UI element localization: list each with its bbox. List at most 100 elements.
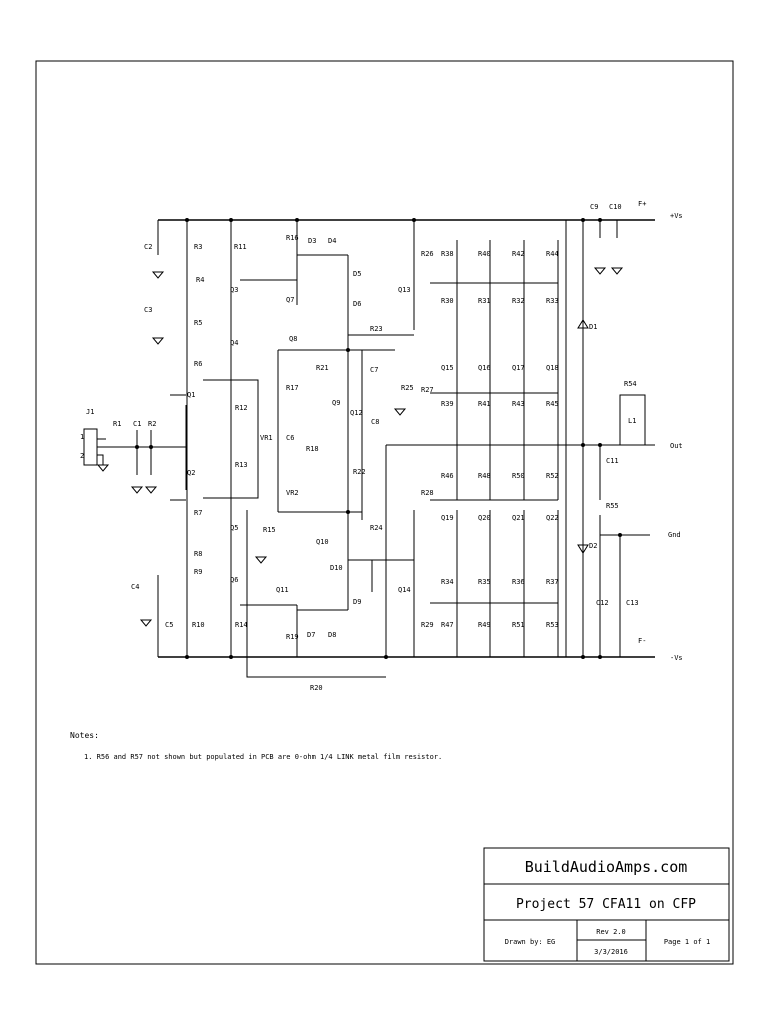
notes-heading: Notes:	[70, 731, 99, 740]
label-r26: R26	[421, 250, 434, 258]
label-l1: L1	[628, 417, 636, 425]
title-project: Project 57 CFA11 on CFP	[516, 897, 696, 912]
title-date: 3/3/2016	[594, 948, 628, 956]
label-q1: Q1	[187, 391, 195, 399]
label-r50: R50	[512, 472, 525, 480]
label-q16: Q16	[478, 364, 491, 372]
label-q3: Q3	[230, 286, 238, 294]
label-r33: R33	[546, 297, 559, 305]
label-r12: R12	[235, 404, 248, 412]
label-r37: R37	[546, 578, 559, 586]
label-d9: D9	[353, 598, 361, 606]
label-r5: R5	[194, 319, 202, 327]
notes-line-1: 1. R56 and R57 not shown but populated i…	[84, 753, 442, 761]
label-c3: C3	[144, 306, 152, 314]
label-r42: R42	[512, 250, 525, 258]
label-r55: R55	[606, 502, 619, 510]
label-out: Out	[670, 442, 683, 450]
label-vr2: VR2	[286, 489, 299, 497]
label-c2: C2	[144, 243, 152, 251]
label-c8: C8	[371, 418, 379, 426]
label-q18: Q18	[546, 364, 559, 372]
label-c9: C9	[590, 203, 598, 211]
label-q19: Q19	[441, 514, 454, 522]
label-r46: R46	[441, 472, 454, 480]
label-q13: Q13	[398, 286, 411, 294]
label-r16: R16	[286, 234, 299, 242]
label-q6: Q6	[230, 576, 238, 584]
label-r17: R17	[286, 384, 299, 392]
label-r24: R24	[370, 524, 383, 532]
pin-1: 1	[80, 433, 84, 441]
label-c6: C6	[286, 434, 294, 442]
label-r40: R40	[478, 250, 491, 258]
label-r19: R19	[286, 633, 299, 641]
label-q21: Q21	[512, 514, 525, 522]
label-r1: R1	[113, 420, 121, 428]
title-page: Page 1 of 1	[664, 938, 710, 946]
label-r15: R15	[263, 526, 276, 534]
label-d4: D4	[328, 237, 336, 245]
title-company: BuildAudioAmps.com	[525, 858, 688, 876]
label-q5: Q5	[230, 524, 238, 532]
label-r22: R22	[353, 468, 366, 476]
label-r49: R49	[478, 621, 491, 629]
label-r34: R34	[441, 578, 454, 586]
label-r35: R35	[478, 578, 491, 586]
label-r13: R13	[235, 461, 248, 469]
label-q7: Q7	[286, 296, 294, 304]
label-r44: R44	[546, 250, 559, 258]
label-r41: R41	[478, 400, 491, 408]
label-r28: R28	[421, 489, 434, 497]
title-drawn-by: Drawn by: EG	[505, 938, 556, 946]
label-fplus: F+	[638, 200, 646, 208]
label-d6: D6	[353, 300, 361, 308]
circuit-wiring	[83, 218, 655, 678]
label-r48: R48	[478, 472, 491, 480]
label-r54: R54	[624, 380, 637, 388]
label-r45: R45	[546, 400, 559, 408]
label-r29: R29	[421, 621, 434, 629]
label-r7: R7	[194, 509, 202, 517]
label-q12: Q12	[350, 409, 363, 417]
label-vs-neg: -Vs	[670, 654, 683, 662]
label-r27: R27	[421, 386, 434, 394]
label-gnd: Gnd	[668, 531, 681, 539]
title-rev: Rev 2.0	[596, 928, 626, 936]
title-block: BuildAudioAmps.com Project 57 CFA11 on C…	[483, 847, 730, 962]
label-r25: R25	[401, 384, 414, 392]
label-c4: C4	[131, 583, 139, 591]
label-q10: Q10	[316, 538, 329, 546]
label-r51: R51	[512, 621, 525, 629]
label-q4: Q4	[230, 339, 238, 347]
label-q9: Q9	[332, 399, 340, 407]
label-r23: R23	[370, 325, 383, 333]
label-r14: R14	[235, 621, 248, 629]
pin-2: 2	[80, 452, 84, 460]
label-r47: R47	[441, 621, 454, 629]
label-r10: R10	[192, 621, 205, 629]
label-q15: Q15	[441, 364, 454, 372]
label-r53: R53	[546, 621, 559, 629]
label-c11: C11	[606, 457, 619, 465]
label-d7: D7	[307, 631, 315, 639]
label-c12: C12	[596, 599, 609, 607]
label-r21: R21	[316, 364, 329, 372]
label-c10: C10	[609, 203, 622, 211]
label-q20: Q20	[478, 514, 491, 522]
label-q8: Q8	[289, 335, 297, 343]
label-r20: R20	[310, 684, 323, 692]
label-d10: D10	[330, 564, 343, 572]
label-c7: C7	[370, 366, 378, 374]
label-d5: D5	[353, 270, 361, 278]
label-r8: R8	[194, 550, 202, 558]
label-q17: Q17	[512, 364, 525, 372]
label-d2: D2	[589, 542, 597, 550]
label-r4: R4	[196, 276, 204, 284]
label-j1: J1	[86, 408, 94, 416]
label-d1: D1	[589, 323, 597, 331]
label-r6: R6	[194, 360, 202, 368]
label-r2: R2	[148, 420, 156, 428]
label-r9: R9	[194, 568, 202, 576]
